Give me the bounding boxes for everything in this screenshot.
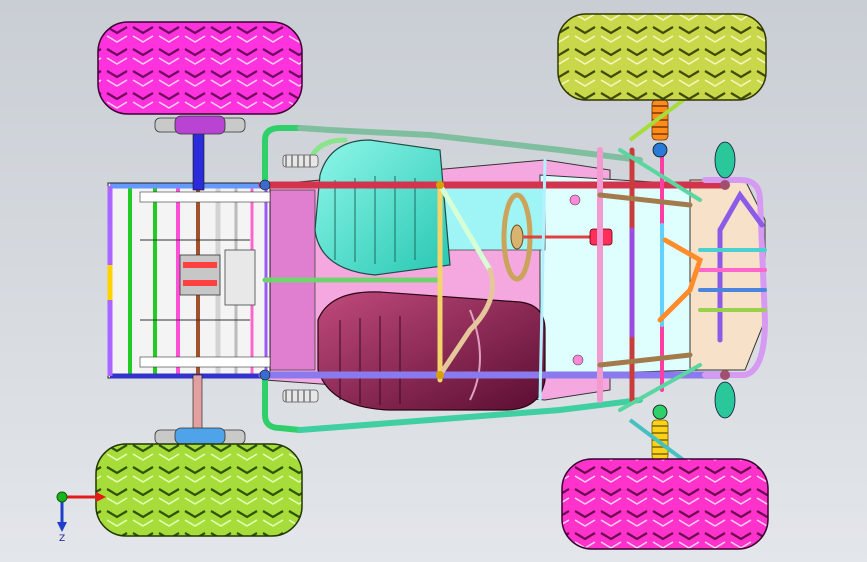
triad-x-arrow-icon	[96, 492, 106, 502]
triad-z-arrow-icon	[57, 522, 67, 532]
triad-z-label: Z	[59, 534, 65, 544]
driver-seat	[314, 139, 451, 276]
tube-joints	[259, 179, 730, 381]
axis-triad: Z	[56, 491, 106, 544]
triad-y-axis	[56, 491, 68, 503]
tire-rear-right	[561, 458, 769, 550]
tire-front-right	[557, 13, 767, 101]
tire-front-left	[97, 21, 303, 115]
tire-rear-left	[95, 443, 303, 537]
rear-shocks	[282, 154, 319, 403]
rear-axle	[154, 115, 246, 445]
front-shocks	[628, 93, 736, 467]
rear-engine-bay	[107, 182, 271, 379]
roll-cage	[258, 125, 769, 433]
passenger-seat	[317, 291, 546, 411]
